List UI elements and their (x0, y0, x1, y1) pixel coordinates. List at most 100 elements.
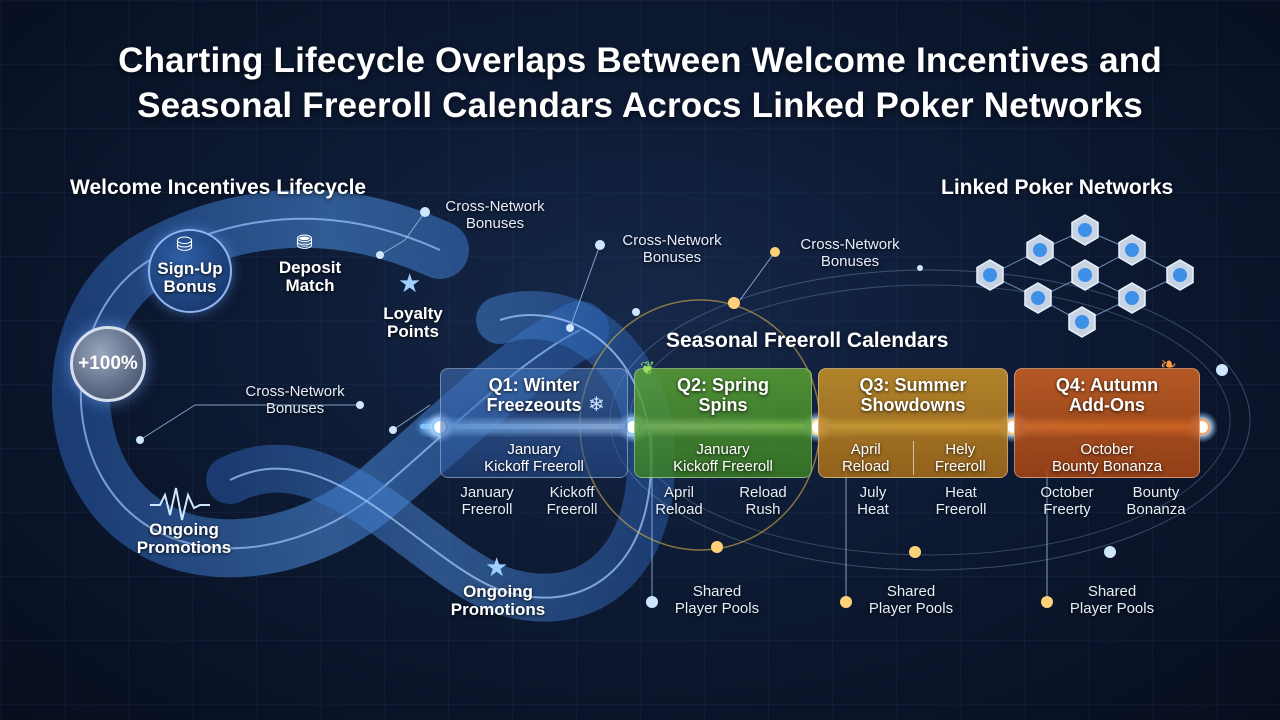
cross-network-label-3: Cross-Network Bonuses (785, 236, 915, 270)
network-hex-core (1075, 315, 1089, 329)
q3-sub-a-line-2: Reload (841, 458, 890, 475)
q4-below-2-line-2: Bonanza (1126, 501, 1186, 518)
network-hex-core (1125, 291, 1139, 305)
cross-network-3-line-2: Bonuses (820, 253, 880, 270)
q1-panel: Q1: Winter Freezeouts January Kickoff Fr… (440, 368, 628, 478)
network-hex-core (983, 268, 997, 282)
ongoing-star-icon: ★ (485, 552, 509, 582)
q3-subtitle-row: April Reload Hely Freeroll (819, 441, 1007, 475)
ongoing-bottom-line-1: Ongoing (463, 582, 533, 601)
q1-below-2-line-2: Freeroll (546, 501, 598, 518)
q4-title: Q4: Autumn Add-Ons (1015, 375, 1199, 415)
ongoing-promotions-bottom-label: Ongoing Promotions (438, 583, 558, 619)
cross-network-4-line-1: Cross-Network (245, 383, 345, 400)
q3-below-2-line-1: Heat (945, 484, 977, 501)
loyalty-points-line-2: Points (387, 322, 439, 341)
q3-sub-a-line-1: April (850, 441, 881, 458)
welcome-lifecycle-heading: Welcome Incentives Lifecycle (70, 176, 367, 199)
q4-below-1: October Freerty (1027, 484, 1107, 518)
q1-title-line-2: Freezeouts (486, 395, 582, 415)
q2-below-1: April Reload (640, 484, 718, 518)
q4-sub-line-1: October (1080, 441, 1134, 458)
q3-below-2: Heat Freeroll (922, 484, 1000, 518)
shared-pools-1-line-2: Player Pools (674, 600, 760, 617)
q1-subtitle: January Kickoff Freeroll (441, 441, 627, 475)
q3-below-1-line-1: July (859, 484, 887, 501)
q1-sub-line-1: January (507, 441, 561, 458)
ongoing-bottom-line-2: Promotions (450, 600, 546, 619)
q4-sub-line-2: Bounty Bonanza (1051, 458, 1163, 475)
q1-below-1: January Freeroll (447, 484, 527, 518)
q3-panel: Q3: Summer Showdowns April Reload Hely F… (818, 368, 1008, 478)
signup-bonus-node (148, 229, 232, 313)
shared-pools-2-line-1: Shared (886, 583, 936, 600)
deposit-match-line-1: Deposit (278, 258, 342, 277)
q2-below-2-line-2: Rush (745, 501, 781, 518)
autumn-leaf-icon: ❧ (1160, 354, 1177, 376)
network-hex-nodes (976, 214, 1194, 338)
cross-network-2-line-2: Bonuses (642, 249, 702, 266)
shared-pools-label-1: Shared Player Pools (662, 583, 772, 617)
title-line-2: Seasonal Freeroll Calendars Acrocs Linke… (137, 86, 1143, 125)
seasonal-calendars-heading: Seasonal Freeroll Calendars (666, 329, 949, 352)
network-hex-core (1173, 268, 1187, 282)
q3-sub-b: Hely Freeroll (914, 441, 1008, 475)
ongoing-left-line-1: Ongoing (149, 520, 219, 539)
loyalty-star-icon: ★ (398, 268, 422, 298)
deposit-chips-icon: ⛃ (296, 232, 313, 254)
q1-below-2-line-1: Kickoff (549, 484, 595, 501)
snowflake-icon: ❄ (588, 394, 605, 416)
ongoing-left-line-2: Promotions (136, 538, 232, 557)
cross-network-label-4: Cross-Network Bonuses (230, 383, 360, 417)
cross-network-1-line-2: Bonuses (465, 215, 525, 232)
shared-pools-label-2: Shared Player Pools (856, 583, 966, 617)
q2-sub-line-1: January (696, 441, 750, 458)
q4-below-1-line-2: Freerty (1043, 501, 1091, 518)
q1-title-line-1: Q1: Winter (488, 375, 580, 395)
q2-below-1-line-1: April (663, 484, 694, 501)
signup-bonus-line-2: Bonus (163, 277, 217, 296)
q4-subtitle: October Bounty Bonanza (1015, 441, 1199, 475)
q3-title: Q3: Summer Showdowns (819, 375, 1007, 415)
network-hex-core (1031, 291, 1045, 305)
q4-title-line-2: Add-Ons (1069, 395, 1145, 415)
signup-bonus-label: Sign-Up Bonus (148, 260, 232, 296)
q4-panel: Q4: Autumn Add-Ons October Bounty Bonanz… (1014, 368, 1200, 478)
q3-sub-b-line-2: Freeroll (934, 458, 986, 475)
q2-title-line-1: Q2: Spring (676, 375, 769, 395)
q3-sub-a: April Reload (819, 441, 914, 475)
deposit-match-line-2: Match (285, 276, 335, 295)
q2-sub-line-2: Kickoff Freeroll (673, 458, 773, 475)
q2-below-2: Reload Rush (724, 484, 802, 518)
linked-networks-heading: Linked Poker Networks (941, 176, 1174, 199)
q3-below-2-line-2: Freeroll (935, 501, 987, 518)
q1-below-1-line-1: January (460, 484, 514, 501)
q1-below-2: Kickoff Freeroll (532, 484, 612, 518)
q2-below-2-line-1: Reload (739, 484, 787, 501)
q3-title-line-1: Q3: Summer (859, 375, 967, 395)
q4-title-line-1: Q4: Autumn (1055, 375, 1159, 395)
chips-icon: ⛁ (176, 234, 193, 256)
q2-title-line-2: Spins (698, 395, 748, 415)
loyalty-points-line-1: Loyalty (383, 304, 443, 323)
q3-below-1: July Heat (834, 484, 912, 518)
page-title: Charting Lifecycle Overlaps Between Welc… (0, 38, 1280, 128)
deposit-match-label: Deposit Match (262, 259, 358, 295)
q3-sub-b-line-1: Hely (945, 441, 976, 458)
cross-network-1-line-1: Cross-Network (445, 198, 545, 215)
shared-pools-2-line-2: Player Pools (868, 600, 954, 617)
cross-network-label-1: Cross-Network Bonuses (430, 198, 560, 232)
q2-below-1-line-2: Reload (655, 501, 703, 518)
q3-below-1-line-2: Heat (857, 501, 889, 518)
shared-pools-3-line-2: Player Pools (1069, 600, 1155, 617)
percent-badge: +100% (70, 326, 146, 402)
network-hex-core (1033, 243, 1047, 257)
ongoing-promotions-left-label: Ongoing Promotions (124, 521, 244, 557)
q4-below-1-line-1: October (1040, 484, 1094, 501)
q4-below-2: Bounty Bonanza (1116, 484, 1196, 518)
q2-title: Q2: Spring Spins (635, 375, 811, 415)
leaf-icon: ❦ (640, 358, 656, 378)
network-hex-core (1078, 268, 1092, 282)
cross-network-4-line-2: Bonuses (265, 400, 325, 417)
cross-network-3-line-1: Cross-Network (800, 236, 900, 253)
